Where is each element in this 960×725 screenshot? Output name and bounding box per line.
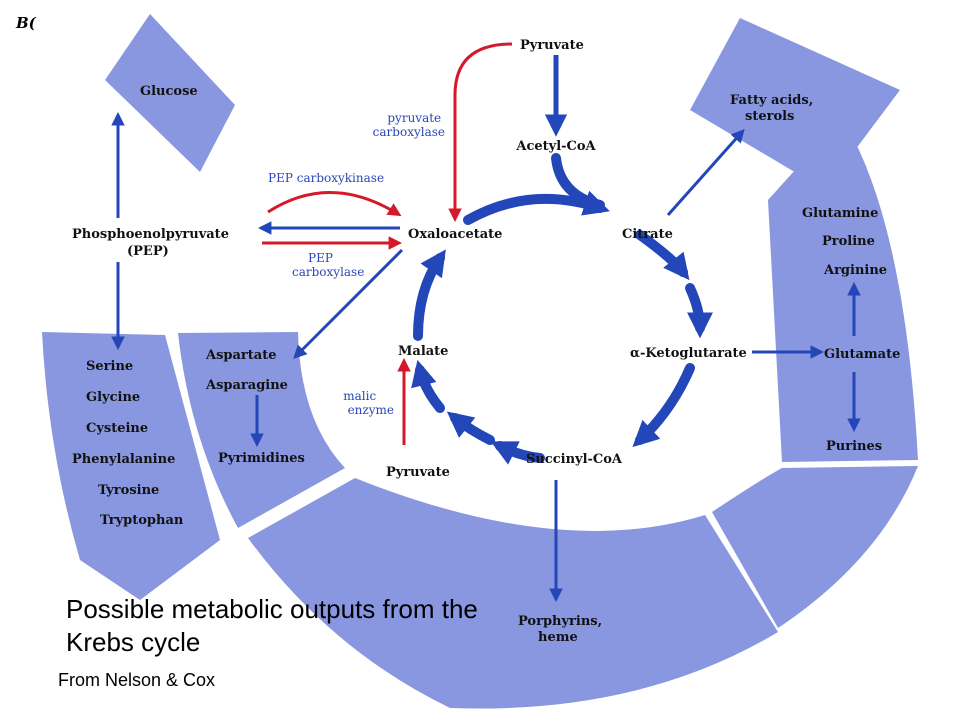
sector-glucose: [105, 14, 235, 172]
arrow-citrate-fatty-acids: [666, 128, 745, 216]
label-pyrimidines: Pyrimidines: [218, 451, 305, 466]
label-arginine: Arginine: [823, 263, 887, 278]
label-pep-carboxylase: PEP carboxylase: [292, 251, 364, 279]
sector-aspartate: [178, 332, 345, 528]
arrow-pyruvate-carboxylase: [448, 42, 513, 223]
label-succinyl-coa: Succinyl-CoA: [526, 452, 623, 467]
label-malic-enzyme: malic enzyme: [343, 389, 394, 417]
label-oxaloacetate: Oxaloacetate: [408, 227, 502, 242]
sector-backgrounds: [42, 14, 918, 709]
sector-amino-left: [42, 332, 220, 600]
label-glucose: Glucose: [140, 84, 198, 99]
arrow-acetylcoa-citrate: [551, 153, 605, 210]
arrow-succinyl-succinate: [490, 441, 545, 465]
label-cysteine: Cysteine: [86, 421, 148, 436]
arrow-malate-oxaloacetate: [413, 249, 446, 341]
sector-glutamate-tail: [712, 466, 918, 628]
arrow-succinate-fumarate: [446, 411, 495, 445]
arrow-oxaloacetate-aspartate: [293, 248, 404, 359]
label-pyruvate-bottom: Pyruvate: [386, 465, 450, 480]
caption-title: Possible metabolic outputs from the Kreb…: [66, 594, 478, 657]
label-tryptophan: Tryptophan: [100, 513, 184, 528]
label-acetyl-coa: Acetyl-CoA: [515, 139, 596, 154]
arrow-alpha-kg-succinyl: [632, 363, 695, 448]
label-malate: Malate: [398, 344, 448, 359]
corner-mark: B(: [16, 14, 36, 32]
label-purines: Purines: [826, 439, 882, 454]
label-pyruvate-carboxylase: pyruvate carboxylase: [373, 111, 445, 139]
label-fatty-acids: Fatty acids, sterols: [730, 93, 818, 124]
label-glutamate: Glutamate: [824, 347, 900, 362]
anaplerotic-arrows: [262, 42, 513, 445]
sector-bottom: [248, 478, 778, 709]
label-aspartate: Aspartate: [205, 348, 276, 363]
label-tyrosine: Tyrosine: [98, 483, 159, 498]
label-serine: Serine: [86, 359, 133, 374]
label-glycine: Glycine: [86, 390, 140, 405]
arrow-pep-carboxykinase: [267, 191, 402, 217]
label-glutamine: Glutamine: [802, 206, 878, 221]
label-pep-carboxykinase: PEP carboxykinase: [268, 171, 384, 185]
label-proline: Proline: [822, 234, 875, 249]
label-pep: Phosphoenolpyruvate (PEP): [72, 227, 234, 259]
label-asparagine: Asparagine: [205, 378, 288, 393]
left-amino-acid-list: Serine Glycine Cysteine Phenylalanine Ty…: [72, 359, 184, 528]
arrow-to-alpha-kg: [685, 283, 713, 339]
label-pyruvate-top: Pyruvate: [520, 38, 584, 53]
label-porphyrins: Porphyrins, heme: [518, 614, 607, 645]
label-alpha-ketoglutarate: α-Ketoglutarate: [630, 346, 747, 361]
caption-credit: From Nelson & Cox: [58, 670, 216, 690]
label-citrate: Citrate: [622, 227, 673, 242]
arrow-citrate-isocitrate: [635, 230, 690, 281]
sector-amino-right: [768, 118, 918, 462]
arrow-fumarate-malate: [411, 359, 445, 413]
cycle-ring: [411, 153, 713, 465]
label-phenylalanine: Phenylalanine: [72, 452, 175, 467]
output-arrows: [111, 55, 861, 603]
